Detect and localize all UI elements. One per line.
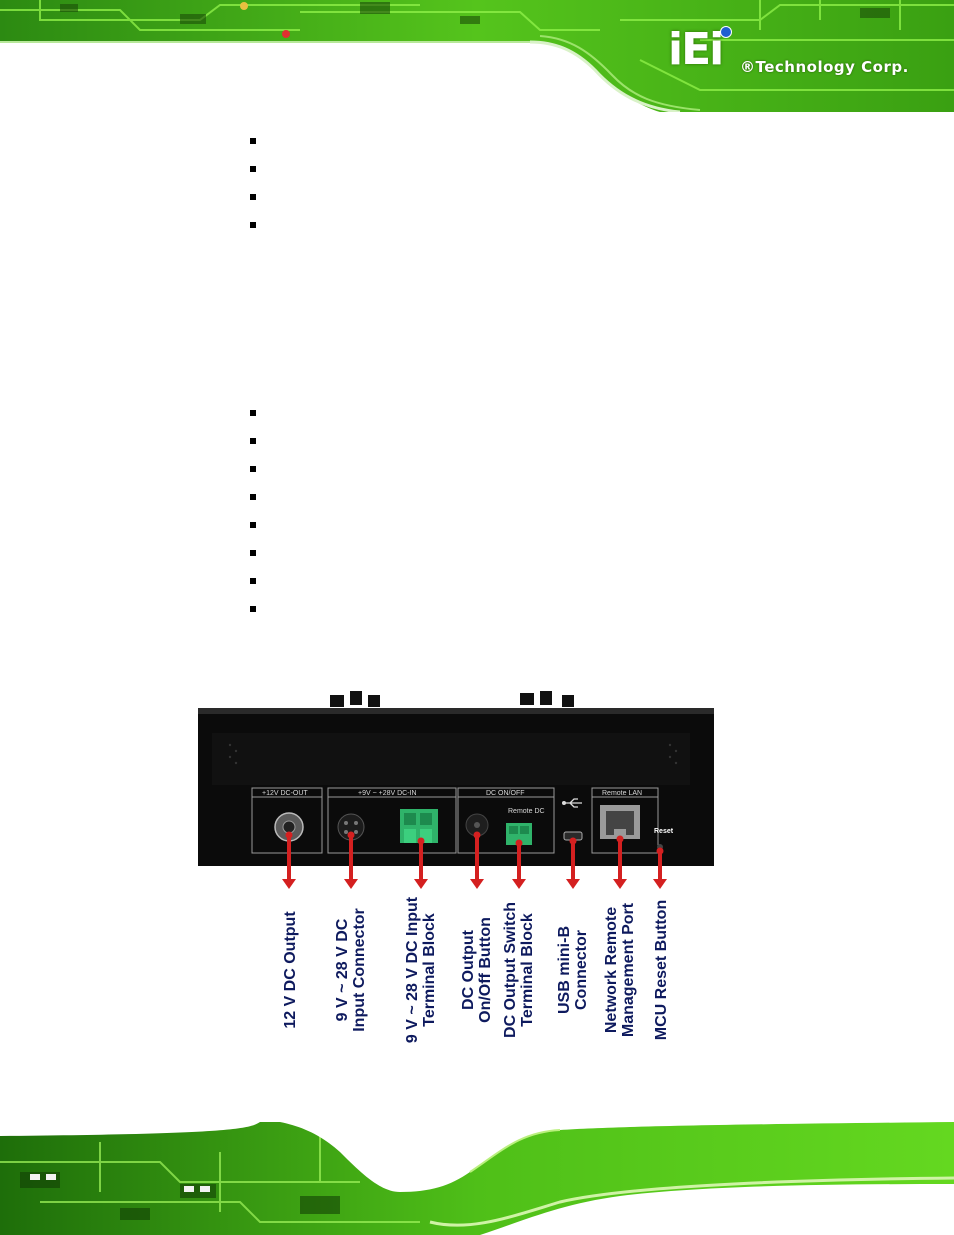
bullet-icon xyxy=(250,466,256,472)
callout-label-line: DC Output Switch xyxy=(502,902,519,1038)
callout-label: DC Output SwitchTerminal Block xyxy=(502,902,536,1038)
callout-arrow-dot xyxy=(285,831,293,839)
callout-arrow-head xyxy=(512,879,526,889)
callout-arrow-dot xyxy=(656,847,664,855)
panel-label-dc-in: +9V ~ +28V DC-IN xyxy=(358,790,417,797)
rear-panel-diagram: +12V DC-OUT +9V ~ +28V DC-IN DC ON/OFF R… xyxy=(198,691,714,1043)
dc-on-off-button xyxy=(465,813,489,837)
remote-lan-panel xyxy=(591,787,659,854)
logo-mark: iEi xyxy=(668,24,724,75)
callout-label-line: 9 V ~ 28 V DC Input xyxy=(404,896,421,1043)
footer-banner xyxy=(0,1122,954,1235)
on-off-panel xyxy=(457,787,555,854)
callout-label-line: Connector xyxy=(573,930,590,1010)
usb-icon xyxy=(562,798,582,808)
panel-label-dc-out: +12V DC-OUT xyxy=(262,790,308,797)
bullet-icon xyxy=(250,410,256,416)
callout-label-line: DC Output xyxy=(460,929,477,1010)
callout-arrow-dot xyxy=(347,831,355,839)
input-terminal-block xyxy=(400,809,438,843)
callout-label: 12 V DC Output xyxy=(282,911,299,1029)
logo-dot-icon xyxy=(720,26,732,38)
callout-arrow-head xyxy=(470,879,484,889)
bullet-icon xyxy=(250,522,256,528)
top-clips xyxy=(330,691,574,707)
callout-label-line: Input Connector xyxy=(351,908,368,1032)
callout-label-line: MCU Reset Button xyxy=(653,900,670,1040)
callout-label-line: Terminal Block xyxy=(421,913,438,1027)
callout-arrow-head xyxy=(344,879,358,889)
dc-in-panel xyxy=(327,787,457,854)
callout-arrow-dot xyxy=(473,831,481,839)
callout-label: Network RemoteManagement Port xyxy=(603,902,637,1037)
bullet-icon xyxy=(250,438,256,444)
vent-grille xyxy=(228,743,678,765)
rear-panel-figure: +12V DC-OUT +9V ~ +28V DC-IN DC ON/OFF R… xyxy=(190,685,730,1060)
panel-label-reset: Reset xyxy=(654,828,674,835)
callout-label-line: Network Remote xyxy=(603,907,620,1033)
dc-input-connector xyxy=(337,813,365,841)
callout-arrow-head xyxy=(282,879,296,889)
callout-label: 9 V ~ 28 V DC InputTerminal Block xyxy=(404,896,438,1043)
callout-label-line: 9 V ~ 28 V DC xyxy=(334,918,351,1021)
callout-arrow-dot xyxy=(417,837,425,845)
panel-label-remote-lan: Remote LAN xyxy=(602,790,642,797)
rj45-lan-port xyxy=(600,805,640,839)
switch-terminal-block xyxy=(506,823,532,845)
callout-label-line: On/Off Button xyxy=(477,917,494,1023)
company-logo: iEi ®Technology Corp. xyxy=(668,24,938,84)
circuit-board-footer-graphic xyxy=(0,1122,954,1235)
bullet-icon xyxy=(250,166,256,172)
callout-arrow-head xyxy=(566,879,580,889)
bullet-icon xyxy=(250,606,256,612)
callout-arrow-dot xyxy=(616,835,624,843)
callout-labels: 12 V DC Output 9 V ~ 28 V DCInput Connect… xyxy=(282,896,670,1043)
callout-label: MCU Reset Button xyxy=(653,900,670,1040)
header-banner: iEi ®Technology Corp. xyxy=(0,0,954,112)
callout-label-line: 12 V DC Output xyxy=(282,911,299,1029)
bullet-icon xyxy=(250,194,256,200)
callout-arrow-dot xyxy=(515,839,523,847)
bullet-icon xyxy=(250,494,256,500)
callout-label-line: Management Port xyxy=(620,902,637,1037)
callout-arrow-dot xyxy=(569,837,577,845)
callout-arrow-head xyxy=(414,879,428,889)
company-name: ®Technology Corp. xyxy=(740,58,909,76)
bullet-icon xyxy=(250,222,256,228)
bullet-icon xyxy=(250,578,256,584)
callout-label: USB mini-BConnector xyxy=(556,926,590,1014)
callout-arrow-head xyxy=(653,879,667,889)
circuit-board-header-graphic xyxy=(0,0,954,112)
callout-label: DC OutputOn/Off Button xyxy=(460,917,494,1023)
callout-arrows xyxy=(282,831,667,889)
callout-arrow-head xyxy=(613,879,627,889)
panel-label-on-off: DC ON/OFF xyxy=(486,790,525,797)
callout-label-line: USB mini-B xyxy=(556,926,573,1014)
bullet-icon xyxy=(250,550,256,556)
callout-label: 9 V ~ 28 V DCInput Connector xyxy=(334,908,368,1032)
bullet-icon xyxy=(250,138,256,144)
callout-label-line: Terminal Block xyxy=(519,913,536,1027)
panel-label-remote-dc: Remote DC xyxy=(508,808,545,815)
